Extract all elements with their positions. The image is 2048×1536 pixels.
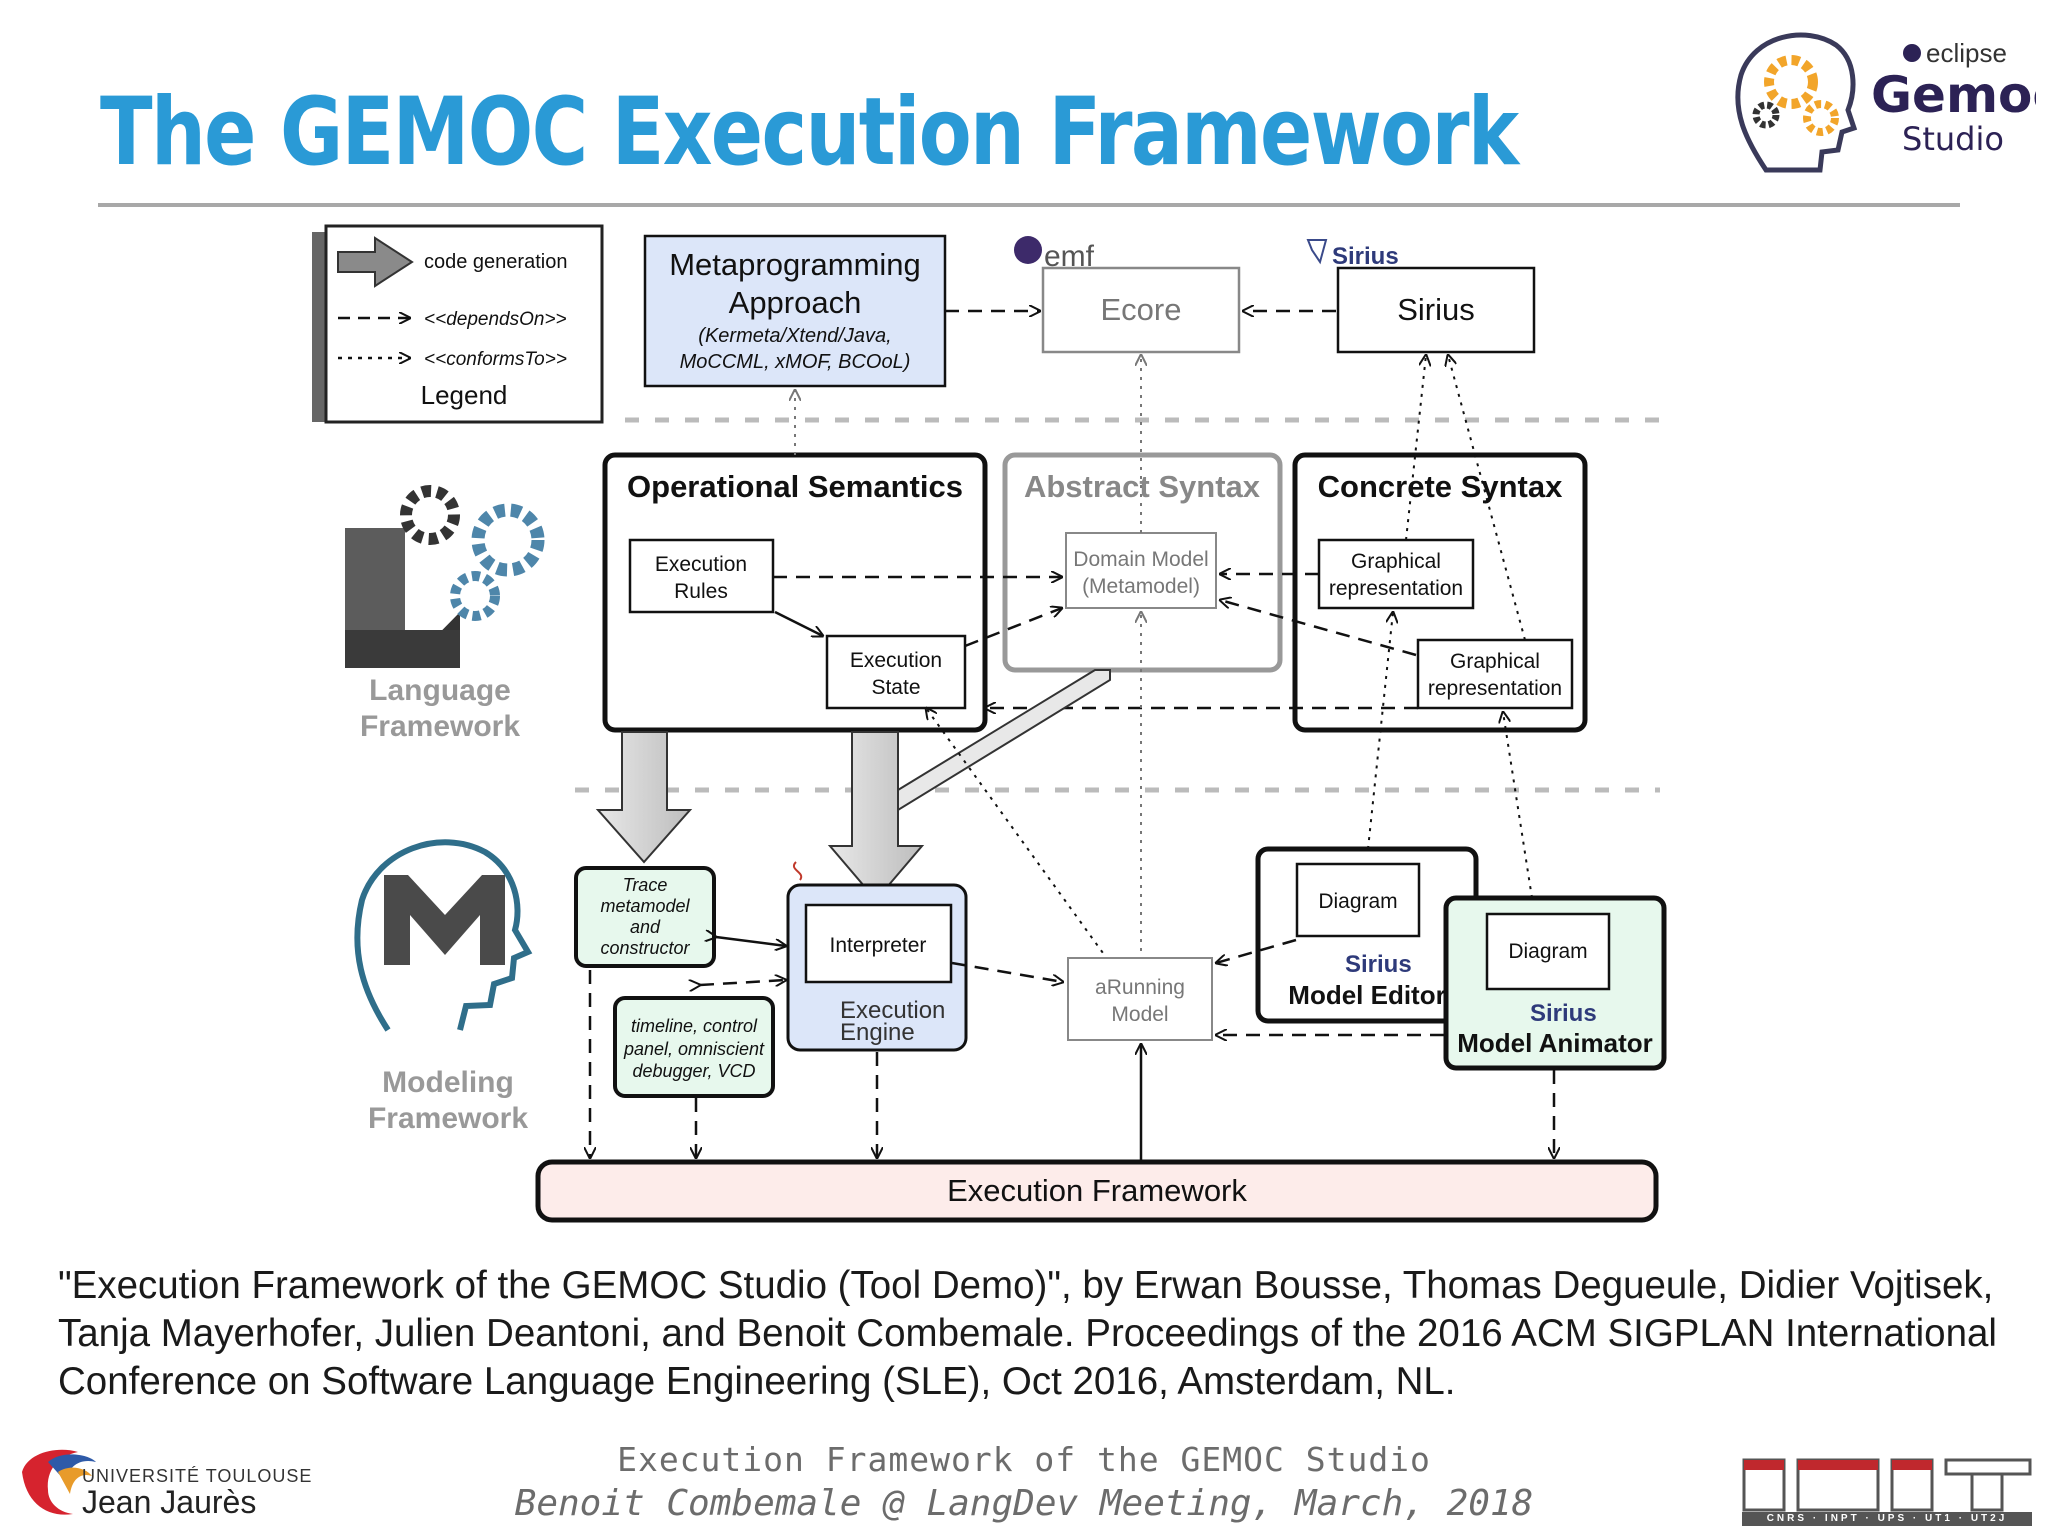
meta-sub-2: MoCCML, xMOF, BCOoL) bbox=[680, 351, 911, 373]
timeline-engine-arrow bbox=[700, 980, 786, 985]
timeline-1: timeline, control bbox=[631, 1016, 758, 1036]
university-line2: Jean Jaurès bbox=[82, 1484, 257, 1520]
graph-rep1-1: Graphical bbox=[1351, 550, 1441, 573]
diagram-conforms-graph1 bbox=[1367, 612, 1393, 850]
citation-text: "Execution Framework of the GEMOC Studio… bbox=[58, 1264, 1997, 1403]
editor-running-arrow bbox=[1216, 938, 1297, 963]
exec-state-1: Execution bbox=[850, 649, 942, 672]
modeling-framework-logo bbox=[354, 839, 533, 1032]
model-animator-box: Diagram Sirius Model Animator bbox=[1443, 895, 1667, 1071]
exec-state-2: State bbox=[871, 676, 920, 699]
meta-sub-1: (Kermeta/Xtend/Java, bbox=[698, 325, 891, 347]
graph1-conforms-sirius bbox=[1405, 355, 1426, 541]
university-line1: UNIVERSITÉ TOULOUSE bbox=[82, 1466, 313, 1486]
sirius-logo-icon bbox=[1306, 239, 1328, 265]
state-to-domain-arrow bbox=[964, 608, 1062, 648]
gemoc-studio-text: Studio bbox=[1902, 120, 2004, 158]
legend-title: Legend bbox=[421, 380, 508, 410]
running-1: aRunning bbox=[1095, 976, 1185, 999]
legend-box: code generation <<dependsOn>> <<conforms… bbox=[312, 224, 604, 424]
metaprogramming-box: Metaprogramming Approach (Kermeta/Xtend/… bbox=[643, 234, 947, 388]
trace-3: and bbox=[630, 917, 661, 937]
sirius-box bbox=[1336, 266, 1536, 354]
language-framework-2: Framework bbox=[360, 710, 520, 743]
concrete-syntax-box: Concrete Syntax Graphical representation… bbox=[1292, 452, 1588, 733]
trace-2: metamodel bbox=[600, 896, 690, 916]
operational-semantics-box: Operational Semantics Execution Rules Ex… bbox=[602, 452, 988, 733]
footer-title: Execution Framework of the GEMOC Studio bbox=[617, 1440, 1431, 1479]
domain-model-1: Domain Model bbox=[1073, 548, 1208, 571]
running-2: Model bbox=[1111, 1003, 1168, 1026]
title-divider bbox=[98, 203, 1960, 207]
exec-rules-1: Execution bbox=[655, 553, 747, 576]
meta-title-2: Approach bbox=[729, 285, 862, 320]
model-editor-box: Diagram Sirius Model Editor bbox=[1255, 846, 1479, 1024]
language-framework-1: Language bbox=[369, 674, 511, 707]
graph-rep2-1: Graphical bbox=[1450, 650, 1540, 673]
execution-framework-label: Execution Framework bbox=[947, 1173, 1247, 1208]
slide-title: The GEMOC Execution Framework bbox=[100, 78, 1519, 187]
interpreter-running-arrow bbox=[951, 961, 1063, 982]
graph-rep1-2: representation bbox=[1329, 577, 1463, 600]
codegen-arrow-trace bbox=[595, 731, 693, 864]
meta-title-1: Metaprogramming bbox=[669, 247, 921, 282]
engine-label-1: Execution bbox=[840, 997, 945, 1024]
domain-model-2: (Metamodel) bbox=[1082, 575, 1200, 598]
interpreter-label: Interpreter bbox=[830, 934, 927, 957]
con-syn-title: Concrete Syntax bbox=[1318, 469, 1563, 504]
graph-rep2-2: representation bbox=[1428, 677, 1562, 700]
gemoc-studio-logo: eclipse Gemoc Studio bbox=[1735, 32, 2036, 173]
modeling-framework-1: Modeling bbox=[382, 1066, 514, 1099]
execution-framework-box bbox=[535, 1159, 1659, 1223]
university-logo bbox=[22, 1449, 96, 1515]
timeline-box: timeline, control panel, omniscient debu… bbox=[613, 996, 775, 1098]
diagram-conforms-graph2 bbox=[1503, 712, 1533, 899]
irit-logo bbox=[1742, 1458, 2032, 1512]
trace-metamodel-box: Trace metamodel and constructor bbox=[574, 866, 716, 968]
animator-diagram-label: Diagram bbox=[1508, 940, 1587, 963]
editor-sirius-text: Sirius bbox=[1345, 951, 1412, 978]
animator-sirius-text: Sirius bbox=[1530, 1000, 1597, 1027]
legend-code-generation: code generation bbox=[424, 251, 567, 273]
model-editor-label: Model Editor bbox=[1288, 980, 1445, 1010]
sirius-box-label: Sirius bbox=[1397, 292, 1475, 327]
graph2-to-domain-arrow bbox=[1220, 600, 1417, 657]
gemoc-eclipse-text: eclipse bbox=[1926, 38, 2007, 68]
trace-4: constructor bbox=[600, 938, 690, 958]
irit-subtitle: CNRS · INPT · UPS · UT1 · UT2J bbox=[1742, 1512, 2032, 1526]
codegen-arrow-interpreter bbox=[827, 731, 925, 902]
legend-conforms-to: <<conformsTo>> bbox=[424, 349, 567, 370]
model-animator-label: Model Animator bbox=[1457, 1028, 1652, 1058]
execution-engine-box: Interpreter Execution Engine bbox=[786, 861, 968, 1052]
language-framework-logo bbox=[345, 485, 545, 668]
java-icon bbox=[793, 861, 803, 881]
exec-rules-2: Rules bbox=[674, 580, 728, 603]
codegen-arrow-abstract bbox=[897, 669, 1111, 812]
footer-author: Benoit Combemale @ LangDev Meeting, Marc… bbox=[514, 1483, 1534, 1524]
emf-logo-icon bbox=[1014, 236, 1042, 264]
running-model-box bbox=[1067, 957, 1213, 1041]
op-sem-title: Operational Semantics bbox=[627, 469, 963, 504]
modeling-framework-2: Framework bbox=[368, 1102, 528, 1135]
abs-syn-title: Abstract Syntax bbox=[1024, 469, 1261, 504]
running-conforms-state bbox=[926, 708, 1109, 961]
ecore-label: Ecore bbox=[1101, 292, 1182, 327]
editor-diagram-label: Diagram bbox=[1318, 890, 1397, 913]
engine-label-2: Engine bbox=[840, 1019, 915, 1046]
abstract-syntax-box: Abstract Syntax Domain Model (Metamodel) bbox=[1002, 452, 1283, 673]
ecore-box bbox=[1041, 266, 1241, 354]
rules-to-state-arrow bbox=[774, 610, 823, 636]
sirius-logo-text: Sirius bbox=[1332, 243, 1399, 270]
trace-1: Trace bbox=[623, 875, 668, 895]
legend-depends-on: <<dependsOn>> bbox=[424, 309, 567, 330]
trace-engine-arrow bbox=[716, 937, 786, 946]
gemoc-name-text: Gemoc bbox=[1871, 66, 2036, 124]
timeline-3: debugger, VCD bbox=[632, 1061, 755, 1081]
timeline-2: panel, omniscient bbox=[623, 1039, 765, 1059]
